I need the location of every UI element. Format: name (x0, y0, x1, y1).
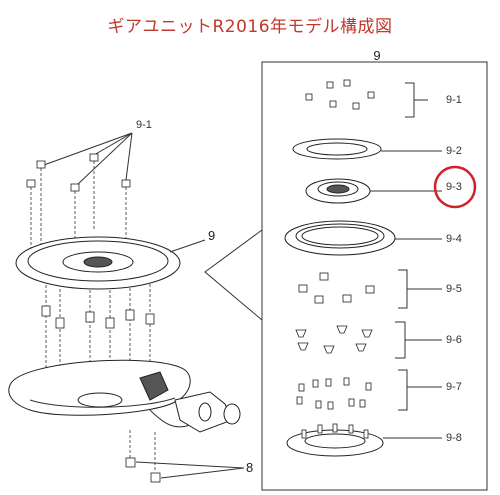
part-9-8-carrier (286, 423, 384, 457)
label-main-unit: 9 (208, 228, 215, 243)
bolt-leader-lines (43, 132, 133, 186)
highlight-circle (433, 165, 477, 209)
label-9-8: 9-8 (446, 432, 462, 444)
bottom-guide-lines (129, 430, 156, 472)
part-9-3-plate (305, 178, 371, 204)
label-bolts: 9-1 (136, 119, 152, 131)
callout-bracket (204, 229, 263, 321)
bottom-bolts (125, 457, 161, 483)
top-bolts (26, 153, 131, 192)
assembly-label: 9 (373, 48, 380, 63)
label-9-1: 9-1 (446, 94, 462, 106)
bracket-9-1 (405, 82, 415, 118)
part-9-5-bushings (298, 272, 375, 304)
bracket-9-5 (398, 269, 408, 309)
label-9-2: 9-2 (446, 145, 462, 157)
part-9-6-gears (295, 325, 373, 354)
label-9-6: 9-6 (446, 334, 462, 346)
inner-components (41, 305, 155, 329)
parts-panel (261, 61, 488, 491)
flange-plate (15, 236, 181, 290)
label-bottom: 8 (246, 460, 253, 475)
label-9-3: 9-3 (446, 181, 462, 193)
label-9-4: 9-4 (446, 233, 462, 245)
bracket-9-7 (398, 369, 408, 411)
part-9-7-pins (296, 377, 372, 410)
part-9-2-gasket (292, 138, 382, 160)
bracket-9-6 (395, 321, 406, 359)
page-title: ギアユニットR2016年モデル構成図 (107, 17, 393, 37)
part-9-1-nuts (305, 79, 375, 110)
label-9-7: 9-7 (446, 381, 462, 393)
lower-housing (8, 359, 241, 433)
bolt-guide-lines (30, 161, 127, 270)
part-9-4-large-ring (284, 220, 396, 256)
label-9-5: 9-5 (446, 283, 462, 295)
